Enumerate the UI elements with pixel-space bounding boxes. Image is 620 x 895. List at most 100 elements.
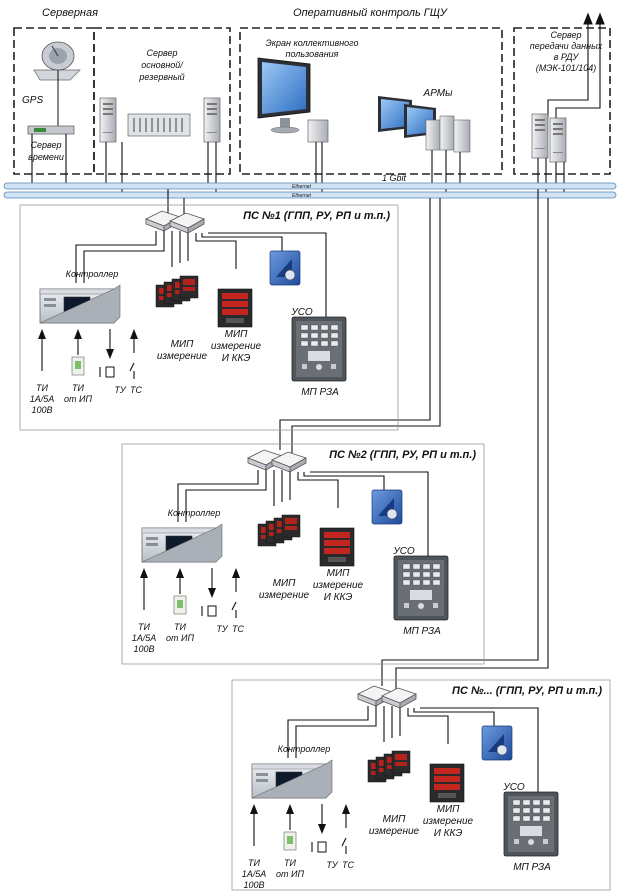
zone-title-server-room: Серверная (42, 7, 98, 19)
mip-kke-label-1: МИП (327, 568, 350, 579)
ti-ip-label-1: ТИ (174, 622, 186, 632)
substation-title: ПС №2 (ГПП, РУ, РП и т.п.) (329, 449, 476, 461)
ti-label-2: 1А/5А (132, 633, 157, 643)
mp-rza-label: МП РЗА (513, 862, 551, 873)
uso-label: УСО (392, 546, 415, 557)
bus-label-1: Ethernet (292, 184, 312, 190)
substation-frame (121, 443, 485, 665)
bus-label-2: Ethernet (292, 193, 312, 199)
arrow-up-icon (176, 568, 184, 578)
controller-icon (39, 284, 121, 324)
tu-label: ТУ (216, 624, 228, 634)
zone-rdu-server: Сервер передачи данных в РДУ (МЭК-101/10… (513, 27, 611, 175)
workstations-label: АРМы (423, 88, 454, 99)
mip-meter-stack-icon (257, 514, 301, 547)
tu-label: ТУ (114, 385, 126, 395)
rdu-server-icon (531, 113, 567, 163)
arrow-down-icon (208, 588, 216, 598)
mip-meter-stack-icon (367, 750, 411, 783)
main-server-label-2: основной/ (141, 60, 184, 70)
ethernet-bus: Ethernet Ethernet 1 Gbit (3, 173, 617, 199)
arrow-up-icon (342, 804, 350, 814)
ti-ip-label-1: ТИ (72, 383, 84, 393)
ti-label-1: ТИ (36, 383, 48, 393)
zone-control-center: Оперативный контроль ГЩУ (239, 7, 503, 175)
arrow-up-icon (250, 804, 258, 814)
controller-label: Контроллер (66, 269, 119, 279)
rdu-label-4: (МЭК-101/104) (536, 63, 597, 73)
ti-label-2: 1А/5А (242, 869, 267, 879)
time-server-icon: Сервер времени (27, 125, 75, 162)
arrow-up-icon (232, 568, 240, 578)
relay-coil-icon (317, 841, 327, 853)
mip-kke-label-2: измерение (313, 580, 364, 591)
time-server-label-2: времени (28, 152, 64, 162)
mip-kke-meter-icon (217, 288, 253, 328)
main-server-label-1: Сервер (146, 48, 177, 58)
arrow-up-icon (74, 329, 82, 339)
zone-title-control-center: Оперативный контроль ГЩУ (293, 7, 448, 19)
mip-kke-label-2: измерение (211, 341, 262, 352)
rdu-label-3: в РДУ (554, 52, 580, 62)
mip-kke-meter-icon (319, 527, 355, 567)
power-supply-icon (283, 831, 297, 851)
controller-icon (141, 523, 223, 563)
mip-kke-label-1: МИП (437, 804, 460, 815)
uso-module-icon (269, 250, 301, 286)
main-server-icon: Сервер основной/ резервный (99, 48, 221, 143)
gps-antenna-icon: GPS (22, 41, 81, 126)
mip-kke-label-1: МИП (225, 329, 248, 340)
shared-screen-icon: Экран коллективного пользования (257, 38, 359, 143)
mip-kke-meter-icon (429, 763, 465, 803)
ti-label-3: 100В (31, 405, 52, 415)
mip-meter-stack-icon (155, 275, 199, 308)
substation-frame (19, 204, 399, 431)
shared-screen-label-2: пользования (286, 49, 339, 59)
ti-ip-label-2: от ИП (166, 633, 194, 643)
uso-module-icon (481, 725, 513, 761)
uso-module-icon (371, 489, 403, 525)
ts-label: ТС (232, 624, 244, 634)
workstations-icon: АРМы (378, 88, 471, 153)
mip-label-2: измерение (157, 351, 208, 362)
zone-server-room: Серверная (13, 7, 231, 175)
mp-rza-label: МП РЗА (403, 626, 441, 637)
uso-label: УСО (290, 307, 313, 318)
ti-ip-label-2: от ИП (64, 394, 92, 404)
power-supply-icon (173, 595, 187, 615)
ti-label-2: 1А/5А (30, 394, 55, 404)
ti-label-3: 100В (133, 644, 154, 654)
rdu-label-1: Сервер (550, 30, 581, 40)
arrow-down-icon (106, 349, 114, 359)
uso-label: УСО (502, 782, 525, 793)
relay-protection-icon (291, 316, 347, 382)
mip-label-1: МИП (273, 578, 296, 589)
mip-label-1: МИП (171, 339, 194, 350)
controller-icon (251, 759, 333, 799)
time-server-label-1: Сервер (30, 140, 61, 150)
substation-title: ПС №... (ГПП, РУ, РП и т.п.) (452, 685, 602, 697)
mip-kke-label-3: И ККЭ (324, 592, 353, 603)
ti-ip-label-1: ТИ (284, 858, 296, 868)
gps-label: GPS (22, 95, 43, 106)
power-supply-icon (71, 356, 85, 376)
substation-1: ПС №1 (ГПП, РУ, РП и т.п.)КонтроллерМИПи… (19, 204, 399, 431)
arrow-up-icon (286, 804, 294, 814)
tu-label: ТУ (326, 860, 338, 870)
ti-label-3: 100В (243, 880, 264, 890)
substation-frame (231, 679, 611, 891)
mip-label-1: МИП (383, 814, 406, 825)
substation-n: ПС №... (ГПП, РУ, РП и т.п.)КонтроллерМИ… (231, 679, 611, 891)
ti-label-1: ТИ (248, 858, 260, 868)
network-speed: 1 Gbit (382, 173, 407, 183)
arrow-up-icon (38, 329, 46, 339)
ts-label: ТС (130, 385, 142, 395)
mip-kke-label-3: И ККЭ (434, 828, 463, 839)
arrow-up-icon (140, 568, 148, 578)
shared-screen-label-1: Экран коллективного (265, 38, 358, 48)
relay-protection-icon (503, 791, 559, 857)
mp-rza-label: МП РЗА (301, 387, 339, 398)
uplink-arrows (547, 12, 605, 118)
mip-label-2: измерение (369, 826, 420, 837)
